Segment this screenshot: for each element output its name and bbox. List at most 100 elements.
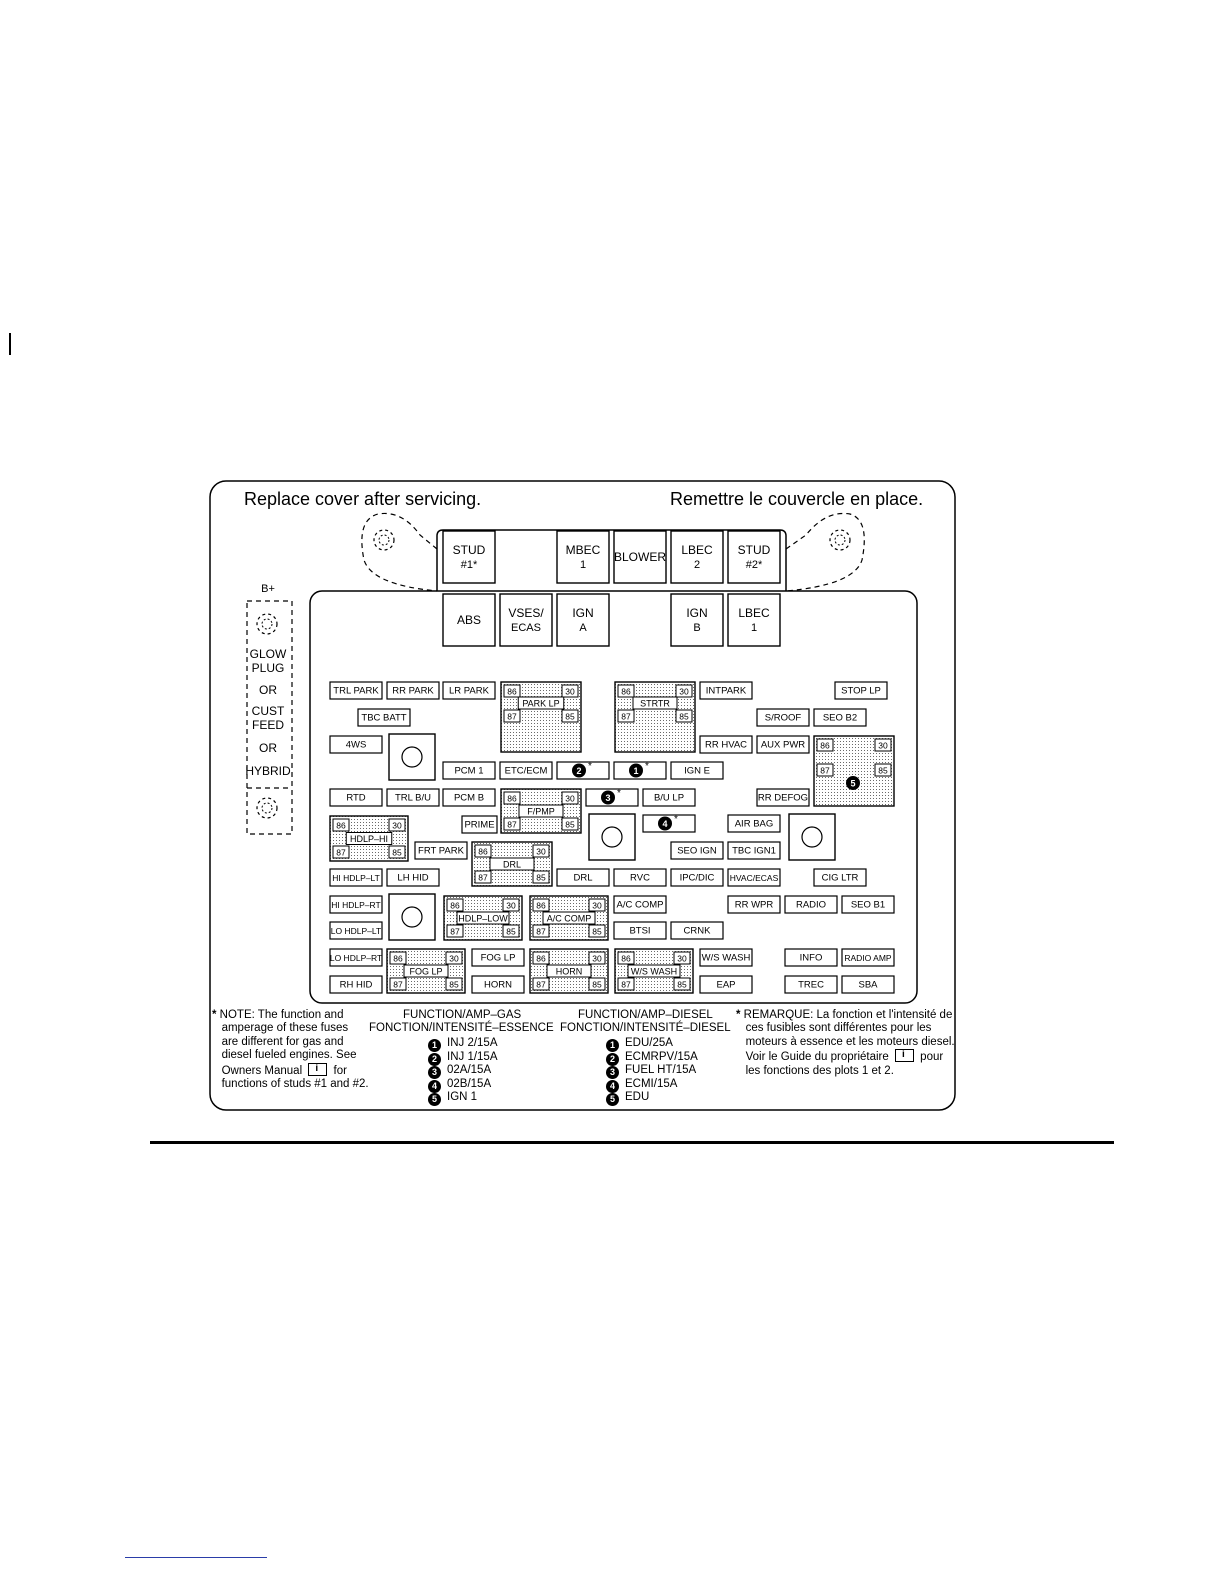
marker-number: 2 [576, 766, 581, 776]
fuse-eap: EAP [699, 975, 753, 994]
fuse-crnk: CRNK [670, 921, 724, 940]
fuse-body [727, 895, 781, 914]
fuse-seo-b1: SEO B1 [841, 895, 895, 914]
fuse-label: TBC IGN1 [732, 846, 776, 857]
fuse-horn: HORN [471, 975, 525, 994]
fuse-label: RR PARK [392, 686, 434, 697]
fuse-label: SBA [858, 980, 878, 991]
relay-pin-label: 87 [393, 980, 403, 990]
fuse-pcm-b: PCM B [442, 788, 496, 807]
fuse-btsi: BTSI [613, 921, 667, 940]
fuse-trec: TREC [784, 975, 838, 994]
relay-pin-87 [389, 977, 407, 991]
relay-pin-85 [675, 709, 693, 723]
relay-pin-label: 30 [565, 687, 575, 697]
large-fuse-sublabel: #2* [746, 559, 763, 571]
fuse-label: PRIME [464, 820, 494, 831]
relay-label-box [627, 964, 681, 978]
large-fuse-body [556, 530, 610, 584]
relay-label-box [518, 804, 564, 818]
relay-label: HORN [556, 967, 583, 977]
fuse-label: RR WPR [735, 900, 774, 911]
fuse-4ws: 4WS [329, 735, 383, 754]
large-fuse-body [670, 593, 724, 647]
relay-pin-86 [617, 684, 635, 698]
side-label-hybrid: HYBRID [245, 764, 291, 778]
large-fuse-label: MBEC [566, 543, 601, 557]
relay-label-box [546, 964, 592, 978]
relay-pin-label: 30 [677, 954, 687, 964]
fuse-info: INFO [784, 948, 838, 967]
relay-pin-87 [446, 924, 464, 938]
fuse-label: B/U LP [654, 793, 684, 804]
mounting-stud-center-icon [834, 534, 846, 546]
fuse-label: INFO [800, 953, 823, 964]
fuse-label: CRNK [684, 926, 712, 937]
mounting-stud-icon [256, 797, 278, 819]
diesel-title-fr: FONCTION/INTENSITÉ–DIESEL [560, 1022, 731, 1034]
fuse-label: 4WS [346, 740, 367, 751]
fuse-body [329, 921, 383, 940]
relay-pin-label: 85 [679, 712, 689, 722]
relay-pin-87 [503, 817, 521, 831]
fuse-body [841, 948, 895, 967]
side-label-glow: GLOW [250, 647, 287, 661]
relay-label-box [517, 696, 565, 710]
fuse-body [813, 868, 867, 887]
fuse-body [357, 708, 411, 727]
marker-number: 1 [633, 766, 638, 776]
mounting-stud-icon [373, 529, 395, 551]
fuse-label: PCM 1 [454, 766, 483, 777]
relay-pin-30 [673, 951, 691, 965]
relay-pin-label: 30 [679, 687, 689, 697]
fuse-tbc-batt: TBC BATT [357, 708, 411, 727]
fuse-body [642, 788, 696, 807]
cover-note-en: Replace cover after servicing. [244, 489, 482, 509]
fuse-body [442, 761, 496, 780]
marker-badge-icon [601, 790, 615, 805]
fuse-label: AUX PWR [761, 740, 805, 751]
relay-label-box [632, 696, 678, 710]
fuse-label: LO HDLP–RT [330, 953, 382, 963]
relay-pin-86 [503, 791, 521, 805]
fuse-body [841, 895, 895, 914]
gas-title: FUNCTION/AMP–GAS [403, 1009, 522, 1021]
relay-pin-label: 30 [392, 821, 402, 831]
large-fuse-body [499, 593, 553, 647]
fuse-body [329, 788, 383, 807]
relay-label: A/C COMP [547, 914, 592, 924]
large-fuse-sublabel: 1 [751, 622, 757, 634]
large-fuse-vses-ecas: VSES/ECAS [499, 593, 553, 647]
fuse-etc-ecm: ETC/ECM [499, 761, 553, 780]
relay-pin-label: 86 [478, 847, 488, 857]
fuse-label: HI HDLP–RT [331, 900, 380, 910]
fuse-body [670, 868, 724, 887]
large-fuse-stud-1: STUD#1* [442, 530, 496, 584]
relay-pin-label: 86 [820, 741, 830, 751]
relay-pin-86 [332, 818, 350, 832]
relay-label-box [345, 832, 393, 845]
fuse-label: RVC [630, 873, 650, 884]
relay-pin-label: 86 [621, 687, 631, 697]
fuse-rr-defog: RR DEFOG [756, 788, 810, 807]
diesel-title: FUNCTION/AMP–DIESEL [578, 1009, 713, 1021]
relay-pin-86 [474, 844, 492, 858]
relay-pin-label: 86 [336, 821, 346, 831]
relay-pin-30 [532, 844, 550, 858]
relay-pin-85 [588, 977, 606, 991]
large-fuse-sublabel: 1 [580, 559, 586, 571]
mounting-stud-center-icon [261, 802, 273, 814]
relay-pin-87 [474, 870, 492, 884]
relay-label: PARK LP [522, 699, 559, 709]
fuse-label: EAP [716, 980, 735, 991]
large-fuse-stud-2: STUD#2* [727, 530, 781, 584]
relay-pin-85 [673, 977, 691, 991]
relay-pin-label: 30 [592, 901, 602, 911]
